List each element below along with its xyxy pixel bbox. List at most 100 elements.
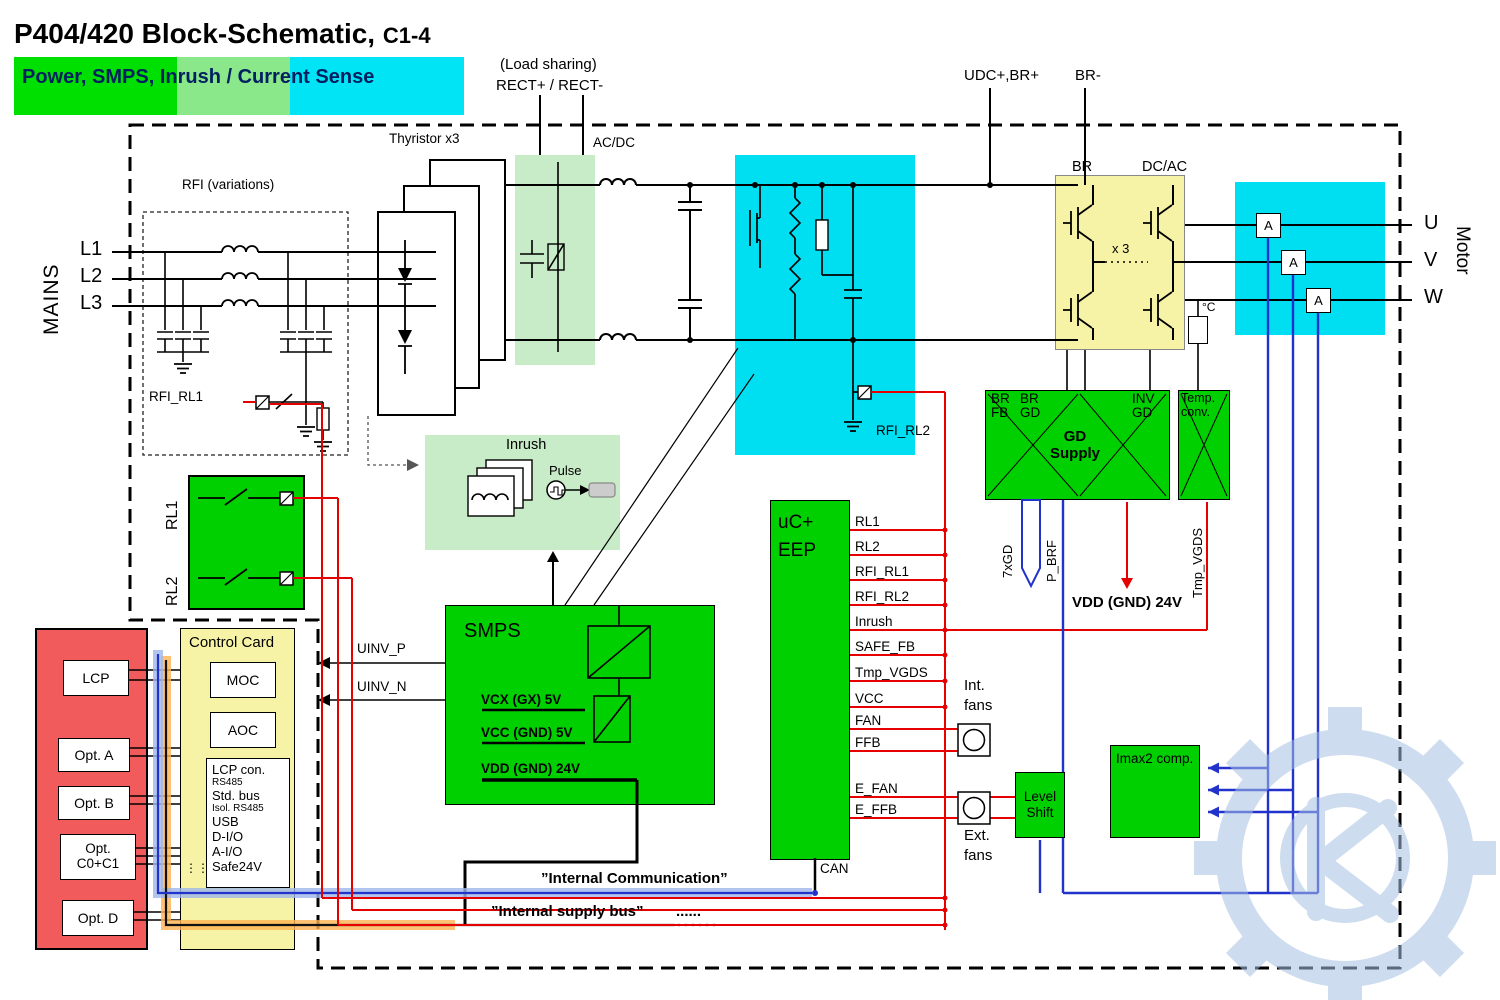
x3-label: x 3 [1112, 241, 1130, 256]
current-sensor-a3-label: A [1314, 293, 1323, 308]
can-label: CAN [820, 861, 849, 876]
thyristor-label: Thyristor x3 [389, 131, 460, 146]
io-rs485: RS485 [212, 777, 243, 788]
option-a-box: Opt. A [58, 738, 130, 772]
signal-fan: FAN [855, 713, 882, 728]
smps-block [445, 605, 715, 805]
uc-label-2: EEP [778, 540, 817, 561]
level-shift-label-1: Level [1023, 789, 1057, 805]
int-fan-icon [957, 723, 991, 757]
option-lcp-label: LCP [82, 670, 110, 686]
io-aio: A-I/O [212, 844, 243, 859]
rect-terminals-label: RECT+ / RECT- [496, 77, 604, 94]
smps-label: SMPS [464, 620, 521, 642]
l1-label: L1 [80, 238, 103, 260]
phase-v-label: V [1424, 249, 1438, 271]
page-title-rev: C1-4 [382, 23, 431, 48]
uc-block [770, 500, 850, 860]
signal-e-ffb: E_FFB [855, 802, 898, 817]
red-signal-wires [243, 391, 1208, 930]
control-card-title: Control Card [189, 634, 275, 651]
supply-bus-dots: ...... [676, 903, 702, 920]
br-label: BR [1072, 159, 1093, 175]
uinv-p-label: UINV_P [357, 641, 406, 656]
signal-tmp-vgds: Tmp_VGDS [855, 665, 928, 680]
option-c-box: Opt. C0+C1 [60, 834, 136, 880]
bus-pbrf-label: P_BRF [1044, 540, 1059, 582]
uc-label-1: uC+ [778, 512, 814, 533]
control-card-dots: ⋮⋮ [185, 861, 209, 875]
imax2-label: Imax2 comp. [1116, 751, 1194, 766]
signal-rfi-rl2: RFI_RL2 [855, 589, 910, 604]
uinv-n-label: UINV_N [357, 679, 407, 694]
current-sensor-a2: A [1281, 250, 1306, 275]
smps-vdd-label: VDD (GND) 24V [481, 761, 581, 776]
l2-label: L2 [80, 265, 103, 287]
ext-fans-label: Ext.fans [964, 827, 993, 864]
current-sensor-a3: A [1306, 288, 1331, 313]
signal-safe-fb: SAFE_FB [855, 639, 916, 654]
thyristor-boards [377, 159, 506, 416]
br-minus-label: BR- [1075, 67, 1101, 84]
temp-sensor-box [1188, 316, 1208, 344]
subtitle-band-cyan [290, 57, 464, 115]
smps-vcx-label: VCX (GX) 5V [481, 692, 562, 707]
rfi-rl1-label: RFI_RL1 [149, 389, 204, 404]
internal-communication-label: ”Internal Communication” [541, 870, 728, 887]
moc-label: MOC [226, 672, 260, 688]
signal-rl1: RL1 [855, 514, 880, 529]
temp-conv-label: Temp.conv. [1181, 391, 1216, 419]
subtitle-band-green [14, 57, 177, 115]
mains-label: MAINS [40, 263, 63, 335]
option-c-label-1: Opt. [85, 841, 111, 857]
signal-e-fan: E_FAN [855, 781, 898, 796]
option-b-box: Opt. B [58, 786, 130, 820]
io-std-bus: Std. bus [212, 788, 260, 803]
io-usb: USB [212, 814, 239, 829]
current-sensor-a1-label: A [1264, 218, 1273, 233]
pulse-label: Pulse [549, 463, 582, 478]
inrush-label: Inrush [506, 437, 547, 453]
l3-label: L3 [80, 292, 103, 314]
io-lcp-con: LCP con. [212, 762, 266, 777]
igbt-symbols [1062, 204, 1173, 329]
phase-u-label: U [1424, 212, 1439, 234]
io-safe24v: Safe24V [212, 859, 262, 874]
signal-ffb: FFB [855, 735, 881, 750]
aoc-box: AOC [210, 712, 276, 748]
aoc-label: AOC [227, 722, 259, 738]
temp-c-label: °C [1202, 300, 1216, 314]
phase-w-label: W [1424, 286, 1443, 308]
option-c-label-2: C0+C1 [76, 856, 120, 871]
udc-br-label: UDC+,BR+ [964, 67, 1040, 84]
smps-vcc-label: VCC (GND) 5V [481, 725, 573, 740]
ext-fan-icon [957, 791, 991, 825]
acdc-label: AC/DC [593, 135, 636, 150]
io-box: LCP con. RS485 Std. bus Isol. RS485 USB … [206, 758, 290, 888]
signal-vcc: VCC [855, 691, 884, 706]
isolation-hatches [987, 393, 1228, 497]
dc-bus-block [735, 155, 915, 455]
page-subtitle: Power, SMPS, Inrush / Current Sense [22, 66, 375, 88]
level-shift-block: Level Shift [1015, 772, 1065, 838]
option-d-label: Opt. D [77, 910, 119, 926]
io-dio: D-I/O [212, 829, 244, 844]
option-d-box: Opt. D [62, 900, 134, 936]
vdd-24v-label: VDD (GND) 24V [1072, 594, 1183, 611]
motor-label: Motor [1452, 226, 1473, 275]
option-a-label: Opt. A [74, 747, 114, 763]
rfi-rl2-label: RFI_RL2 [876, 423, 931, 438]
dcac-label: DC/AC [1142, 159, 1188, 175]
page-title: P404/420 Block-Schematic, C1-4 [14, 18, 431, 50]
power-wires [112, 88, 1412, 606]
signal-inrush: Inrush [855, 614, 893, 629]
bus-7xgd-label: 7xGD [1000, 544, 1015, 578]
rfi-variations-label: RFI (variations) [182, 177, 275, 192]
int-fans-label: Int.fans [964, 677, 993, 714]
